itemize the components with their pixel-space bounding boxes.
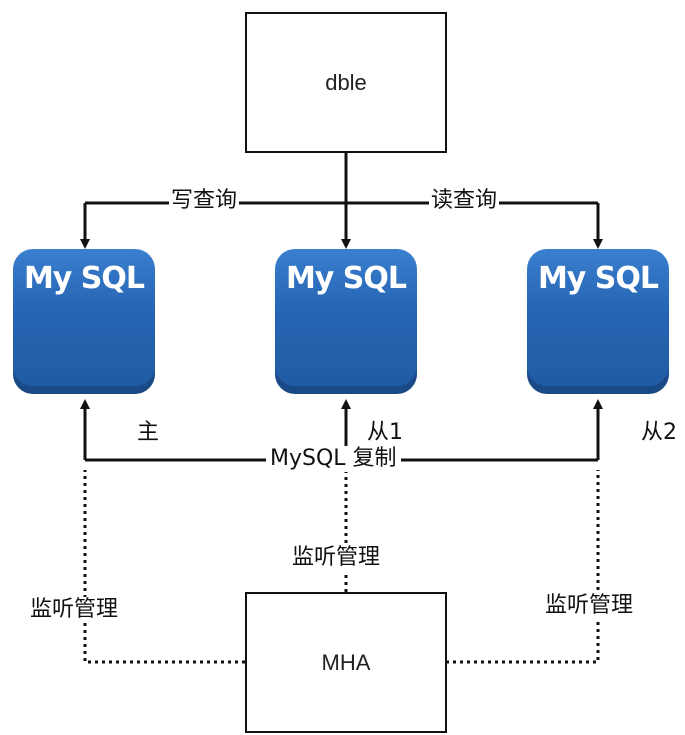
slave2-role-label: 从2: [641, 420, 677, 445]
mysql-master-node: My SQL: [13, 249, 155, 394]
mysql-logo-text: My SQL: [537, 261, 659, 296]
mysql-slave2-node: My SQL: [527, 249, 669, 394]
mha-label: MHA: [321, 649, 371, 675]
write-query-label: 写查询: [169, 188, 240, 214]
mysql-logo-text: My SQL: [285, 261, 407, 296]
monitor-lines: [83, 470, 600, 664]
mha-node: MHA: [245, 592, 447, 733]
mysql-slave1-node: My SQL: [275, 249, 417, 394]
dble-node: dble: [245, 12, 447, 153]
monitor-label-left: 监听管理: [30, 597, 119, 623]
replication-label: MySQL 复制: [266, 446, 401, 472]
master-role-label: 主: [137, 420, 160, 445]
dble-label: dble: [325, 69, 367, 95]
monitor-label-right: 监听管理: [545, 593, 634, 619]
read-query-label: 读查询: [429, 188, 500, 214]
slave1-role-label: 从1: [367, 420, 403, 445]
monitor-label-center: 监听管理: [292, 545, 381, 571]
query-lines: [80, 152, 603, 249]
mysql-logo-text: My SQL: [23, 261, 145, 296]
